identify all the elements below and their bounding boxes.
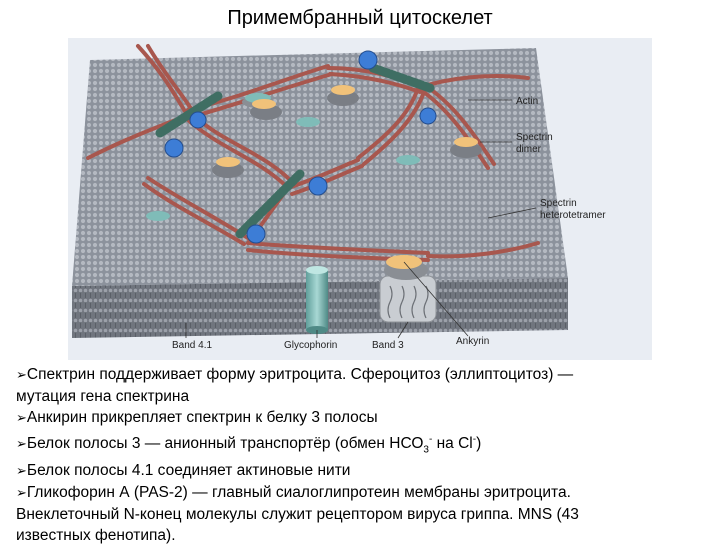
- bullet-glycophorin-cont-1: Внеклеточный N-конец молекулы служит рец…: [16, 506, 579, 524]
- bullet-spectrin-cont: мутация гена спектрина: [16, 388, 190, 405]
- description-text: ➢Спектрин поддерживает форму эритроцита.…: [16, 364, 708, 546]
- surface-proteins: [146, 85, 482, 221]
- bullet-band3: ➢Белок полосы 3 — анионный транспортёр (…: [16, 434, 482, 456]
- membrane-skeleton-diagram: Actin Spectrin dimer Spectrin heterotetr…: [68, 38, 652, 360]
- bullet-arrow-icon: ➢: [16, 464, 27, 480]
- label-spectrin-dimer-1: Spectrin: [516, 132, 553, 143]
- label-ankyrin: Ankyrin: [456, 336, 489, 347]
- page-title: Примембранный цитоскелет: [227, 7, 493, 29]
- glycophorin-protein: [306, 266, 328, 334]
- bullet-spectrin: ➢Спектрин поддерживает форму эритроцита.…: [16, 366, 574, 383]
- label-spectrin-tetramer-1: Spectrin: [540, 198, 577, 209]
- band41-proteins: [164, 50, 437, 244]
- label-band41: Band 4.1: [172, 340, 212, 351]
- label-actin: Actin: [516, 96, 538, 107]
- label-spectrin-tetramer-2: heterotetramer: [540, 210, 606, 221]
- label-band3: Band 3: [372, 340, 404, 351]
- bullet-band41: ➢Белок полосы 4.1 соединяет актиновые ни…: [16, 462, 351, 480]
- label-spectrin-dimer-2: dimer: [516, 144, 542, 155]
- bullet-arrow-icon: ➢: [16, 411, 27, 426]
- diagram-svg: Actin Spectrin dimer Spectrin heterotetr…: [72, 44, 606, 351]
- bullet-arrow-icon: ➢: [16, 437, 27, 453]
- bullet-arrow-icon: ➢: [16, 368, 27, 383]
- bullet-glycophorin: ➢Гликофорин А (PAS-2) — главный сиалогли…: [16, 484, 571, 502]
- bullet-arrow-icon: ➢: [16, 486, 27, 502]
- bullet-glycophorin-cont-2: известных фенотипа).: [16, 527, 176, 545]
- label-glycophorin: Glycophorin: [284, 340, 337, 351]
- membrane-surface: [72, 48, 568, 286]
- callout-lines: [185, 99, 537, 339]
- actin-filaments: [155, 63, 435, 239]
- bullet-ankyrin: ➢Анкирин прикрепляет спектрин к белку 3 …: [16, 409, 378, 426]
